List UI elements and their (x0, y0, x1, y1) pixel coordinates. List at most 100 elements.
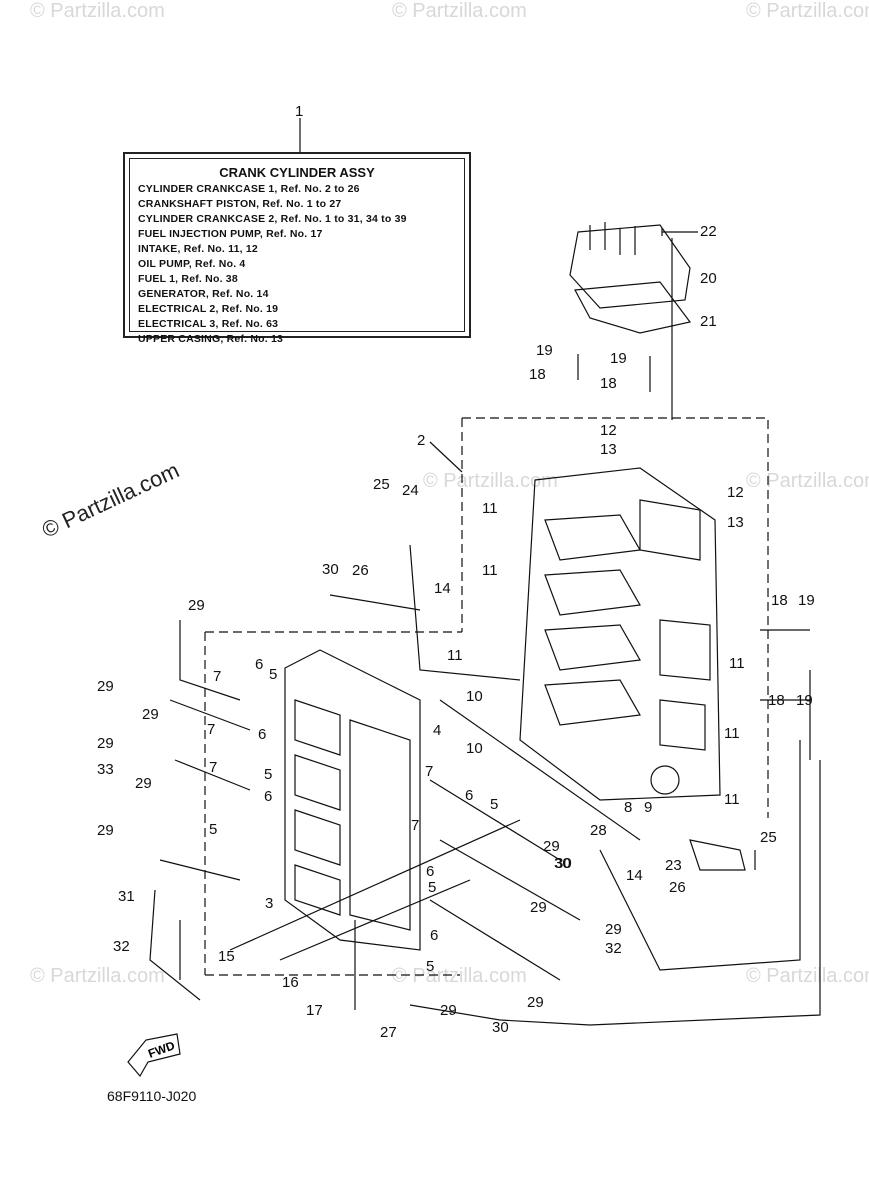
legend-line: FUEL INJECTION PUMP, Ref. No. 17 (138, 228, 323, 240)
diagram-code: 68F9110-J020 (107, 1088, 197, 1104)
callout-number: 26 (352, 562, 369, 579)
callout-number: 29 (543, 838, 560, 855)
callout-number: 7 (411, 817, 420, 834)
callout-number: 13 (727, 514, 744, 531)
legend-line: CYLINDER CRANKCASE 1, Ref. No. 2 to 26 (138, 183, 360, 195)
callout-number: 24 (402, 482, 419, 499)
callout-number: 31 (118, 888, 135, 905)
callout-number: 30 (322, 561, 339, 578)
callout-number: 18 (771, 592, 788, 609)
callout-number: 29 (142, 706, 159, 723)
callout-number: 12 (727, 484, 744, 501)
legend-line: OIL PUMP, Ref. No. 4 (138, 258, 246, 270)
callout-number: 6 (430, 927, 439, 944)
callout-number: 18 (600, 375, 617, 392)
callout-number: 11 (482, 500, 498, 517)
legend-box: CRANK CYLINDER ASSY CYLINDER CRANKCASE 1… (123, 152, 471, 345)
callout-number: 7 (209, 759, 218, 776)
callout-number: 25 (373, 476, 390, 493)
callout-number: 28 (590, 822, 607, 839)
callout-number: 23 (665, 857, 682, 874)
callout-number: 5 (428, 879, 437, 896)
callout-number: 29 (527, 994, 544, 1011)
watermark: © Partzilla.com (30, 0, 165, 22)
legend-frame: CRANK CYLINDER ASSY CYLINDER CRANKCASE 1… (129, 158, 465, 345)
callout-number: 4 (433, 722, 442, 739)
callout-number: 29 (97, 678, 114, 695)
watermark: © Partzilla.com (30, 965, 165, 987)
watermark: © Partzilla.com (746, 0, 869, 22)
callout-number: 11 (724, 791, 740, 808)
callout-number: 7 (207, 721, 216, 738)
callout-number: 10 (466, 740, 483, 757)
callout-number: 30 (555, 855, 572, 872)
callout-number: 14 (434, 580, 451, 597)
callout-number: 6 (426, 863, 435, 880)
callout-number: 5 (209, 821, 218, 838)
callout-number: 19 (796, 692, 813, 709)
callout-number: 5 (264, 766, 273, 783)
callout-number: 6 (264, 788, 273, 805)
watermark: © Partzilla.com (746, 470, 869, 492)
callout-number: 7 (425, 763, 434, 780)
callout-number: 9 (644, 799, 653, 816)
watermark: © Partzilla.com (423, 470, 558, 492)
callout-number: 25 (760, 829, 777, 846)
fwd-arrow-label: FWD (146, 1038, 177, 1061)
callout-number: 6 (465, 787, 474, 804)
callout-number: 32 (605, 940, 622, 957)
callout-number: 5 (426, 958, 435, 975)
callout-number: 3 (265, 895, 274, 912)
callout-number: 6 (258, 726, 267, 743)
callout-number: 29 (440, 1002, 457, 1019)
callout-number: 19 (610, 350, 627, 367)
legend-line: CRANKSHAFT PISTON, Ref. No. 1 to 27 (138, 198, 342, 210)
legend-line: UPPER CASING, Ref. No. 13 (138, 333, 284, 345)
callout-number: 18 (529, 366, 546, 383)
legend-line: INTAKE, Ref. No. 11, 12 (138, 243, 258, 255)
legend-line: CYLINDER CRANKCASE 2, Ref. No. 1 to 31, … (138, 213, 407, 225)
callout-number: 5 (269, 666, 278, 683)
callout-number: 19 (536, 342, 553, 359)
callout-number: 11 (729, 655, 745, 672)
callout-number: 19 (798, 592, 815, 609)
callout-number: 7 (213, 668, 222, 685)
callout-number: 1 (295, 103, 304, 120)
callout-number: 14 (626, 867, 643, 884)
legend-line: ELECTRICAL 3, Ref. No. 63 (138, 318, 279, 330)
legend-line: GENERATOR, Ref. No. 14 (138, 288, 269, 300)
callout-number: 11 (724, 725, 740, 742)
callout-number: 22 (700, 223, 717, 240)
callout-number: 2 (417, 432, 426, 449)
callout-number: 30 (554, 855, 571, 872)
callout-number: 30 (492, 1019, 509, 1036)
callout-number: 26 (669, 879, 686, 896)
callout-number: 21 (700, 313, 717, 330)
callout-number: 27 (380, 1024, 397, 1041)
callout-number: 15 (218, 948, 235, 965)
watermark: © Partzilla.com (746, 965, 869, 987)
callout-number: 10 (466, 688, 483, 705)
callout-number: 18 (768, 692, 785, 709)
callout-number: 8 (624, 799, 633, 816)
legend-title: CRANK CYLINDER ASSY (219, 165, 375, 180)
callout-number: 29 (97, 822, 114, 839)
callout-number: 17 (306, 1002, 323, 1019)
callout-number: 33 (97, 761, 114, 778)
callout-number: 13 (600, 441, 617, 458)
callout-number: 29 (530, 899, 547, 916)
callout-number: 29 (97, 735, 114, 752)
callout-number: 32 (113, 938, 130, 955)
callout-number: 5 (490, 796, 499, 813)
callout-number: 29 (605, 921, 622, 938)
legend-line: ELECTRICAL 2, Ref. No. 19 (138, 303, 279, 315)
callout-number: 29 (188, 597, 205, 614)
watermark: © Partzilla.com (392, 965, 527, 987)
watermark: © Partzilla.com (392, 0, 527, 22)
callout-number: 20 (700, 270, 717, 287)
callout-number: 11 (447, 647, 463, 664)
callout-number: 29 (135, 775, 152, 792)
callout-number: 11 (482, 562, 498, 579)
callout-number: 16 (282, 974, 299, 991)
